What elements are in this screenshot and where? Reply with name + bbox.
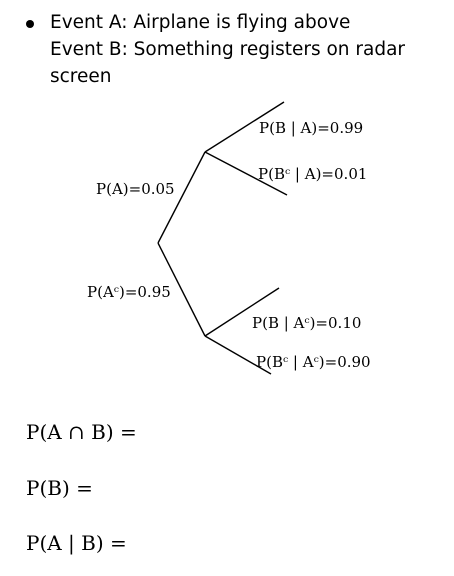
branch-b-given-ac bbox=[204, 287, 280, 337]
label-p-bc-given-a: P(Bᶜ | A)=0.01 bbox=[258, 165, 367, 183]
question-p-a-and-b: P(A ∩ B) = bbox=[26, 420, 137, 444]
branch-bc-given-ac bbox=[204, 335, 272, 375]
label-p-ac: P(Aᶜ)=0.95 bbox=[87, 283, 171, 301]
branch-ac bbox=[157, 242, 206, 337]
question-p-b: P(B) = bbox=[26, 476, 93, 500]
label-p-bc-given-ac: P(Bᶜ | Aᶜ)=0.90 bbox=[256, 353, 371, 371]
label-p-a: P(A)=0.05 bbox=[96, 180, 175, 198]
question-p-a-given-b: P(A | B) = bbox=[26, 531, 127, 555]
event-b-definition-continued: screen bbox=[50, 66, 112, 87]
event-list: Event A: Airplane is flying above Event … bbox=[50, 9, 450, 90]
branch-bc-given-a bbox=[204, 151, 288, 196]
event-a-definition: Event A: Airplane is flying above bbox=[50, 12, 351, 33]
label-p-b-given-ac: P(B | Aᶜ)=0.10 bbox=[252, 314, 361, 332]
branch-a bbox=[157, 151, 206, 244]
branch-b-given-a bbox=[204, 101, 285, 153]
label-p-b-given-a: P(B | A)=0.99 bbox=[259, 119, 363, 137]
event-b-definition: Event B: Something registers on radar bbox=[50, 39, 406, 60]
bullet-dot bbox=[26, 20, 34, 28]
